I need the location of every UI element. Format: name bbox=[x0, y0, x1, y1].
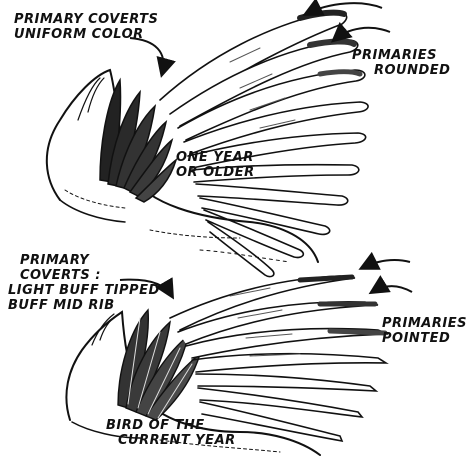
top-age-label-line2: OR OLDER bbox=[176, 165, 255, 180]
top-primaries bbox=[160, 12, 368, 277]
bottom-primaries-arrow-2 bbox=[372, 286, 412, 292]
top-coverts-arrow bbox=[130, 38, 163, 74]
top-age-label-line1: ONE YEAR bbox=[176, 150, 255, 165]
bottom-age-label-line1: BIRD OF THE bbox=[106, 418, 236, 433]
bottom-primaries-label: PRIMARIES POINTED bbox=[382, 316, 467, 346]
bottom-coverts-label-line3: LIGHT BUFF TIPPED bbox=[8, 283, 160, 298]
top-primaries-arrow-2 bbox=[334, 28, 390, 40]
bottom-coverts-label: PRIMARY COVERTS : LIGHT BUFF TIPPED BUFF… bbox=[20, 253, 160, 313]
top-primaries-label-line1: PRIMARIES bbox=[352, 48, 450, 63]
top-coverts-label: PRIMARY COVERTS UNIFORM COLOR bbox=[14, 12, 158, 42]
top-primaries-label: PRIMARIES ROUNDED bbox=[352, 48, 450, 78]
top-primaries-label-line2: ROUNDED bbox=[352, 63, 450, 78]
top-coverts-label-line2: UNIFORM COLOR bbox=[14, 27, 158, 42]
top-age-label: ONE YEAR OR OLDER bbox=[176, 150, 255, 180]
bottom-age-label: BIRD OF THE CURRENT YEAR bbox=[106, 418, 236, 448]
bottom-primaries bbox=[170, 276, 388, 441]
bottom-primaries-label-line2: POINTED bbox=[382, 331, 467, 346]
bottom-coverts-label-line4: BUFF MID RIB bbox=[8, 298, 160, 313]
bottom-primaries-label-line1: PRIMARIES bbox=[382, 316, 467, 331]
bottom-coverts-label-line1: PRIMARY bbox=[20, 253, 160, 268]
top-coverts-label-line1: PRIMARY COVERTS bbox=[14, 12, 158, 27]
bottom-age-label-line2: CURRENT YEAR bbox=[106, 433, 236, 448]
bottom-primaries-arrow-1 bbox=[362, 260, 410, 268]
bottom-coverts-label-line2: COVERTS : bbox=[20, 268, 160, 283]
top-wing bbox=[47, 12, 368, 277]
